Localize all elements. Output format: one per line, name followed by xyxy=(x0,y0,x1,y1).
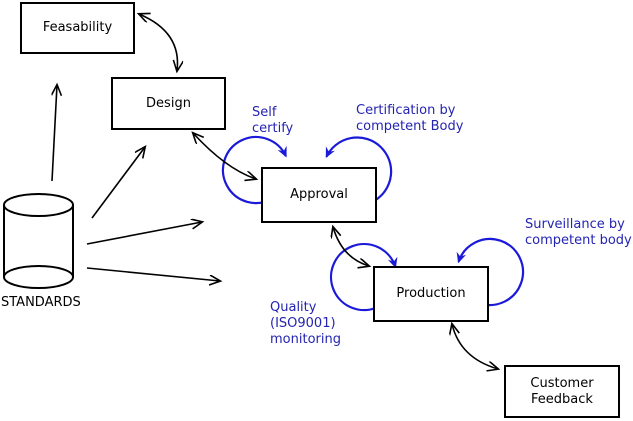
surveillance-loop-arrow xyxy=(456,237,525,307)
customer-feedback-label: Customer Feedback xyxy=(530,375,594,407)
certification-loop-arrow xyxy=(325,136,393,202)
production-box: Production xyxy=(373,266,489,322)
arrow-approval-production xyxy=(333,227,369,266)
design-label: Design xyxy=(146,95,191,111)
standards-label: STANDARDS xyxy=(1,295,81,310)
arrow-standards-to-production xyxy=(86,267,220,281)
arrow-standards-to-design xyxy=(91,147,145,219)
arrow-production-customer-feedback xyxy=(452,324,498,369)
arrow-feasability-design xyxy=(139,14,178,71)
self-certify-annotation: Self certify xyxy=(252,105,294,136)
feasability-box: Feasability xyxy=(20,2,135,54)
arrow-standards-to-feasability xyxy=(51,85,57,182)
customer-feedback-box: Customer Feedback xyxy=(504,365,620,418)
design-box: Design xyxy=(111,77,226,130)
arrow-design-approval xyxy=(193,133,256,179)
surveillance-annotation: Surveillance by competent body xyxy=(525,217,632,248)
certification-annotation: Certification by competent Body xyxy=(356,103,464,134)
feasability-label: Feasability xyxy=(42,20,113,35)
production-label: Production xyxy=(396,286,466,301)
approval-label: Approval xyxy=(290,187,348,202)
arrow-standards-to-approval xyxy=(86,222,202,245)
standards-cylinder xyxy=(3,193,74,289)
approval-box: Approval xyxy=(261,167,377,223)
quality-annotation: Quality (ISO9001) monitoring xyxy=(270,300,341,347)
